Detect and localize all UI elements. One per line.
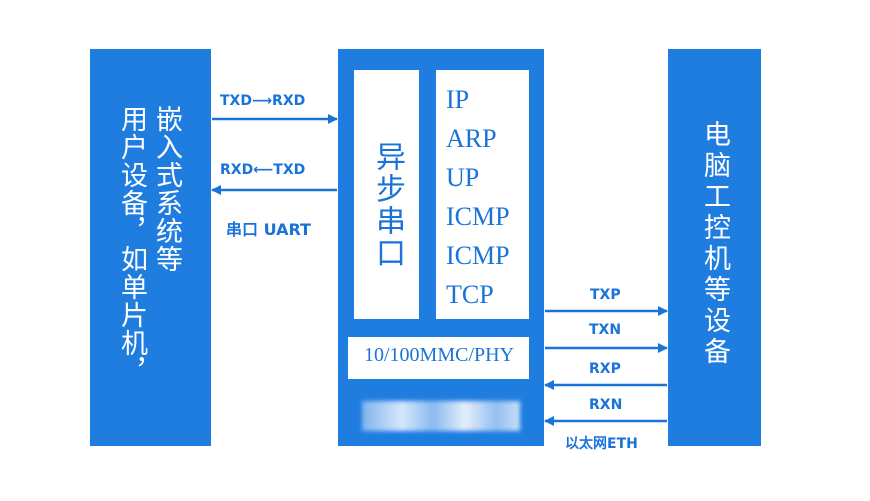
protocol-item: TCP [446, 280, 494, 309]
eth-signal-label-txp: TXP [590, 287, 621, 303]
host-device-text: 电脑工控机等设备 [699, 120, 730, 368]
uart-top-label: TXD⟶RXD [220, 93, 306, 109]
protocol-panel: IP ARP UP ICMP ICMP TCP [436, 70, 529, 319]
eth-signal-label-rxn: RXN [589, 397, 623, 413]
uart-bottom-label: RXD⟵TXD [220, 162, 306, 178]
serial-label: 异步串口 [370, 141, 405, 269]
blurred-region [362, 401, 520, 431]
eth-name-label: 以太网ETH [565, 436, 638, 452]
module-block: 异步串口 IP ARP UP ICMP ICMP TCP 10/100MMC/P… [338, 49, 544, 446]
uart-name-label: 串口 UART [226, 220, 311, 239]
protocol-item: ICMP [446, 241, 510, 270]
left-device-block: 嵌入式系统等 用户设备，如单片机， [90, 49, 211, 446]
phy-label: 10/100MMC/PHY [363, 344, 515, 366]
protocol-item: UP [446, 163, 480, 192]
host-device-block: 电脑工控机等设备 [668, 49, 761, 446]
phy-panel: 10/100MMC/PHY [348, 337, 529, 379]
serial-panel: 异步串口 [354, 70, 419, 319]
protocol-item: IP [446, 85, 470, 114]
left-device-text-line1: 嵌入式系统等 [151, 105, 182, 273]
eth-signal-label-txn: TXN [589, 322, 622, 338]
eth-signal-label-rxp: RXP [589, 361, 621, 377]
left-device-text-line2: 用户设备，如单片机， [116, 105, 147, 385]
protocol-item: ICMP [446, 202, 510, 231]
protocol-list: IP ARP UP ICMP ICMP TCP [446, 80, 510, 314]
protocol-item: ARP [446, 124, 497, 153]
